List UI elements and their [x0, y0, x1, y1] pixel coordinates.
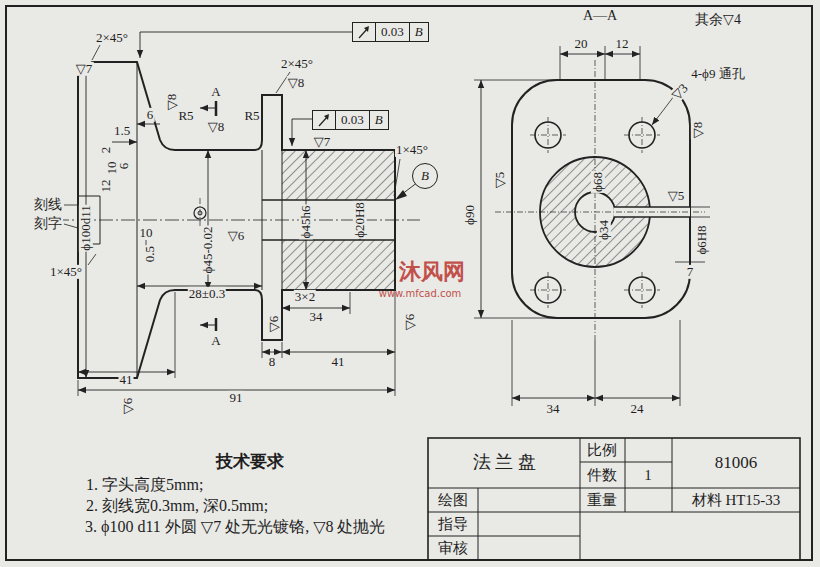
title-cell: 指导 — [437, 516, 469, 533]
watermark: 沐风网 — [398, 260, 466, 284]
dimension-text: 1×45° — [395, 143, 429, 157]
roughness-symbol: ▽6 — [227, 229, 246, 243]
datum-letter: B — [409, 23, 428, 41]
title-cell: 81006 — [714, 454, 759, 473]
note-text: 2. 刻线宽0.3mm, 深0.5mm; — [85, 495, 269, 516]
runout-symbol — [313, 111, 335, 129]
tolerance-value: 0.03 — [375, 23, 409, 41]
notes-heading: 技术要求 — [215, 453, 285, 472]
title-cell: 法 兰 盘 — [472, 453, 537, 473]
dimension-text: R5 — [177, 109, 194, 123]
dimension-text: 3×2 — [294, 290, 316, 304]
roughness-symbol: ▽5 — [493, 171, 507, 190]
dimension-text: 28±0.3 — [188, 287, 226, 301]
dimension-text: 41 — [331, 355, 346, 369]
dimension-text: ϕ68 — [591, 171, 605, 193]
dimension-text: 12 — [615, 37, 630, 51]
dimension-text: 6 — [146, 108, 155, 122]
title-cell: 件数 — [586, 467, 618, 484]
roughness-note: 其余▽4 — [694, 12, 742, 27]
dimension-text: 41 — [119, 373, 134, 387]
dimension-text: ϕ6H8 — [695, 224, 709, 255]
dimension-text: 2 — [99, 146, 113, 155]
dimension-text: R5 — [243, 109, 260, 123]
title-cell: 材料 HT15-33 — [691, 492, 782, 509]
dimension-text: ϕ34 — [597, 219, 611, 241]
title-cell: 比例 — [586, 442, 618, 459]
datum-letter: B — [369, 111, 388, 129]
tolerance-frame: 0.03B — [312, 110, 389, 130]
note-text: 刻字 — [33, 216, 63, 231]
dimension-text: 10 — [139, 226, 154, 240]
dimension-text: ϕ20H8 — [353, 201, 367, 239]
dimension-text: 1.5 — [113, 124, 131, 138]
watermark: www.mfcad.com — [378, 288, 463, 299]
note-text: 3. ϕ100 d11 外圆 ▽7 处无光镀铬, ▽8 处抛光 — [85, 516, 408, 537]
roughness-symbol: ▽6 — [121, 397, 135, 416]
title-cell: 审核 — [437, 540, 469, 557]
roughness-symbol: ▽3 — [668, 80, 691, 103]
dimension-text: 7 — [686, 265, 695, 279]
dimension-text: 8 — [268, 355, 277, 369]
section-letter: A — [210, 85, 221, 99]
dimension-text: 1×45° — [49, 265, 83, 279]
roughness-symbol: ▽6 — [403, 313, 417, 332]
dimension-text: ϕ100d11 — [79, 204, 93, 251]
dimension-text: 24 — [630, 402, 645, 416]
dimension-text: ϕ45h6 — [299, 205, 313, 240]
dimension-text: 2×45° — [280, 57, 314, 71]
dimension-text: 2×45° — [95, 31, 129, 45]
note-text: 刻线 — [33, 197, 63, 212]
dimension-text: ϕ90 — [463, 204, 477, 226]
dimension-text: ϕ45-0.02 — [201, 226, 215, 275]
roughness-symbol: ▽7 — [313, 135, 332, 149]
roughness-symbol: ▽8 — [287, 76, 306, 90]
roughness-symbol: ▽7 — [75, 62, 94, 76]
dimension-text: 20 — [574, 37, 589, 51]
title-cell: 重量 — [586, 492, 618, 509]
dimension-text: 4-ϕ9 通孔 — [690, 67, 745, 81]
dimension-text: 0.5 — [143, 245, 157, 263]
note-text: 1. 字头高度5mm; — [85, 474, 204, 495]
tolerance-frame: 0.03B — [352, 22, 429, 42]
tolerance-value: 0.03 — [335, 111, 369, 129]
runout-symbol — [353, 23, 375, 41]
roughness-symbol: ▽5 — [667, 189, 686, 203]
title-cell: 绘图 — [437, 492, 469, 509]
dimension-text: 12 — [99, 179, 113, 194]
dimension-text: 91 — [229, 391, 244, 405]
datum-symbol: B — [412, 163, 438, 189]
dimension-text: 34 — [546, 402, 561, 416]
datum-letter: B — [421, 168, 429, 184]
roughness-symbol: ▽6 — [267, 315, 281, 334]
title-cell: 1 — [643, 467, 653, 484]
roughness-symbol: ▽8 — [207, 120, 226, 134]
section-letter: A — [210, 334, 221, 348]
dimension-text: 6 — [117, 162, 131, 171]
roughness-symbol: ▽8 — [691, 121, 705, 140]
dimension-text: 34 — [309, 310, 324, 324]
view-title: A—A — [582, 8, 618, 23]
